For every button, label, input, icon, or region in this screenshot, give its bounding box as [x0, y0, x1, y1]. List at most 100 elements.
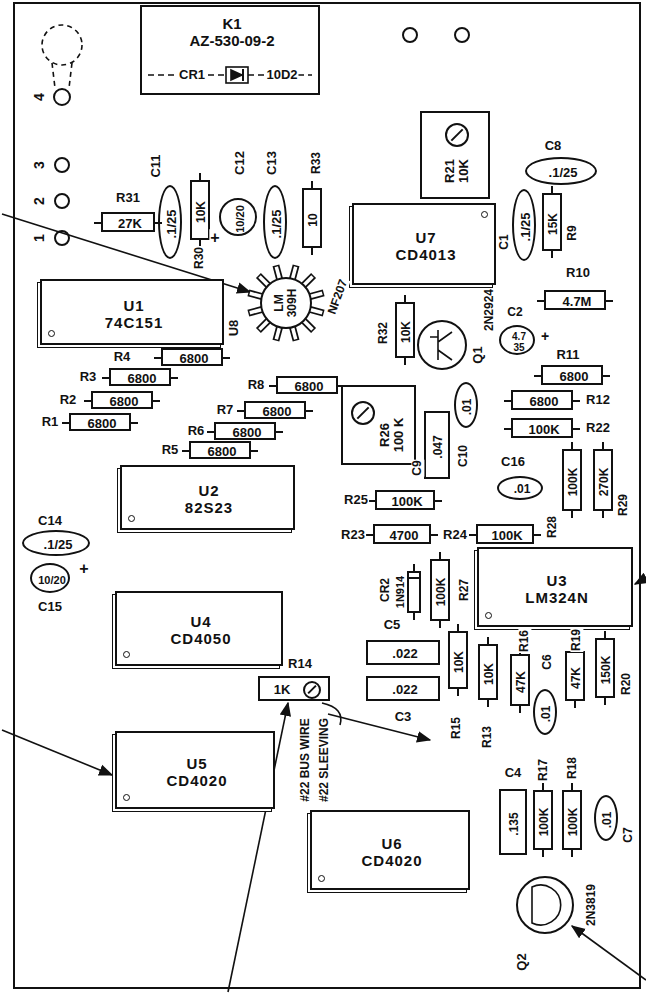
text-group: .01: [540, 706, 553, 723]
callout-label: R30: [193, 246, 206, 270]
callout-label: R28: [546, 515, 559, 539]
text-group: 6800: [180, 352, 209, 366]
component-value: 100K: [538, 808, 551, 837]
text-group: .047: [432, 435, 445, 458]
part-label: U3: [525, 573, 589, 590]
component-value: .047: [432, 435, 445, 458]
text-group: 100K: [528, 423, 559, 437]
ic-outline: U4CD4050: [115, 591, 283, 666]
text-group: 6800: [233, 426, 262, 440]
resistor-body: 27K: [101, 212, 155, 232]
text-group: 6800: [530, 395, 559, 409]
callout-label: R31: [115, 191, 141, 205]
callout-label: R19: [570, 628, 583, 652]
text-group: U282S23: [185, 483, 233, 516]
text-group: 10K: [400, 321, 413, 343]
callout-label: C6: [541, 653, 554, 670]
capacitor-oval: 4.7 35: [499, 325, 535, 355]
component-value: .022: [392, 683, 417, 697]
callout-label: R3: [79, 370, 98, 384]
text-group: 47K: [515, 671, 528, 693]
resistor-body: 100K: [533, 790, 553, 850]
callout-label: Q2: [515, 952, 529, 971]
text-group: 100K: [435, 578, 448, 607]
capacitor-oval: .1/25: [22, 530, 90, 556]
text-group: LM 309H: [273, 286, 299, 320]
part-label: U5: [166, 756, 227, 773]
text-group: 10K: [195, 201, 208, 223]
component-value: 4700: [390, 529, 419, 543]
callout-label: R32: [377, 321, 390, 345]
callout-label: C13: [265, 150, 279, 176]
part-label: AZ-530-09-2: [189, 32, 274, 49]
text-group: .01: [601, 812, 614, 829]
callout-label: C11: [149, 153, 163, 178]
component-value: 6800: [295, 380, 324, 394]
text-group: 10/20: [38, 574, 66, 586]
component-value: 6800: [233, 426, 262, 440]
callout-label: R10: [565, 266, 591, 280]
component-value: 100K: [491, 529, 522, 543]
callout-label: R13: [481, 725, 494, 749]
callout-label: C10: [457, 444, 470, 468]
callout-label: C4: [504, 766, 523, 780]
part-label: CD4020: [166, 772, 227, 789]
resistor-body: 6800: [214, 422, 276, 440]
capacitor-oval: .01: [497, 476, 543, 500]
text-group: 47K: [570, 667, 583, 689]
mounting-keyhole: [42, 25, 82, 105]
callout-label: R17: [537, 758, 550, 782]
capacitor-box: .135: [499, 789, 527, 855]
callout-label: R12: [585, 393, 611, 407]
component-value: .135: [508, 812, 521, 835]
component-value: LM 309H: [273, 286, 299, 320]
component-value: .1/25: [549, 166, 578, 180]
ic-outline: U7CD4013: [352, 203, 496, 285]
component-value: .01: [601, 812, 614, 829]
text-group: 100K: [567, 808, 580, 837]
text-group: .135: [508, 812, 521, 835]
resistor-body: 10K: [395, 302, 415, 358]
resistor-body: 270K: [593, 449, 613, 511]
resistor-body: 100K: [476, 524, 534, 544]
part-label: U4: [170, 614, 231, 631]
text-group: 10K: [453, 651, 466, 673]
callout-label: C12: [233, 150, 247, 176]
regulator-heatsink: LM 309H: [246, 263, 326, 343]
callout-label: R1: [41, 415, 60, 429]
text-group: .022: [392, 683, 417, 697]
callout-label: 4: [32, 92, 47, 102]
resistor-body: 6800: [161, 348, 223, 366]
capacitor-oval: .01: [454, 382, 478, 428]
leader-lines: [2, 214, 646, 992]
ic-outline: U174C151: [40, 279, 224, 345]
callout-label: C8: [544, 139, 563, 153]
capacitor-oval: .1/25: [263, 185, 287, 259]
text-group: 270K: [598, 468, 611, 497]
text-group: .022: [392, 647, 417, 661]
ic-outline: U3LM324N: [477, 547, 633, 627]
callout-label: U8: [227, 319, 241, 338]
resistor-body: 6800: [276, 376, 338, 394]
resistor-body: 6800: [109, 368, 171, 386]
capacitor-oval: .1/25: [512, 189, 536, 261]
trimmer-pot: 1K: [258, 676, 330, 701]
text-group: 6800: [560, 370, 589, 384]
callout-label: C7: [622, 826, 635, 843]
resistor-body: 47K: [510, 654, 530, 706]
part-label: K1: [189, 16, 274, 33]
text-group: 4700: [390, 529, 419, 543]
component-value: 10K: [195, 201, 208, 223]
callout-label: C5: [383, 618, 402, 632]
component-value: 10K: [400, 321, 413, 343]
text-group: .01: [461, 399, 474, 416]
polarity-mark: +: [209, 229, 220, 247]
callout-label: 1: [32, 233, 47, 243]
callout-label: CR1: [178, 68, 206, 82]
callout-label: C16: [500, 455, 526, 469]
component-value: .1/25: [44, 538, 73, 552]
callout-label: C2: [506, 306, 523, 319]
callout-label: R24: [442, 528, 468, 542]
component-value: 10/20: [38, 574, 66, 586]
resistor-body: 6800: [244, 401, 306, 419]
